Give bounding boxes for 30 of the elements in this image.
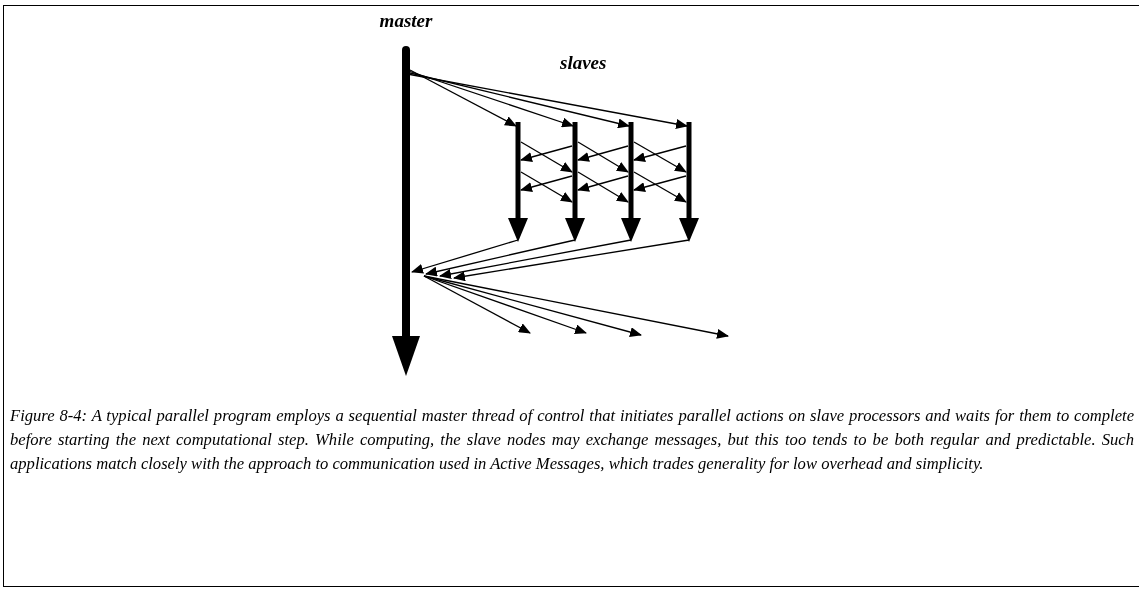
message-arrow bbox=[439, 239, 632, 279]
message-arrow bbox=[577, 171, 629, 203]
thread-label: master bbox=[378, 10, 434, 32]
message-arrow bbox=[409, 72, 630, 129]
message-arrow bbox=[409, 70, 574, 128]
message-arrow bbox=[577, 141, 629, 173]
message-arrow bbox=[423, 275, 729, 339]
message-arrow bbox=[577, 145, 629, 162]
message-arrow bbox=[633, 175, 687, 192]
message-arrow bbox=[409, 69, 517, 127]
message-arrow bbox=[409, 73, 688, 129]
message-arrow bbox=[520, 171, 573, 203]
message-arrow bbox=[520, 145, 573, 162]
message-arrow bbox=[633, 145, 687, 162]
slave-timeline bbox=[621, 120, 641, 242]
message-arrow bbox=[423, 275, 531, 334]
message-arrow bbox=[633, 171, 687, 203]
slave-timeline bbox=[508, 120, 528, 242]
slave-timeline bbox=[565, 120, 585, 242]
message-arrow bbox=[453, 239, 690, 282]
slave-timeline bbox=[679, 120, 699, 242]
message-arrow bbox=[411, 239, 519, 274]
group-label: slaves bbox=[560, 52, 607, 74]
message-arrow bbox=[520, 141, 573, 173]
message-arrow bbox=[520, 175, 573, 192]
message-arrow bbox=[423, 275, 587, 335]
message-arrow bbox=[633, 141, 687, 173]
message-arrow bbox=[425, 239, 576, 277]
figure-caption: Figure 8-4: A typical parallel program employs a sequential master thread of control that initiates parallel actions on slave processors and waits for them to complete before starting the next computational step. While computing, the slave nodes may exchange messages, but this too tends to be both regular and predictable. Such applications match closely with the approach to communication used in Active Messages, which trades generality for low overhead and simplicity. bbox=[10, 405, 1134, 475]
message-arrow bbox=[577, 175, 629, 192]
